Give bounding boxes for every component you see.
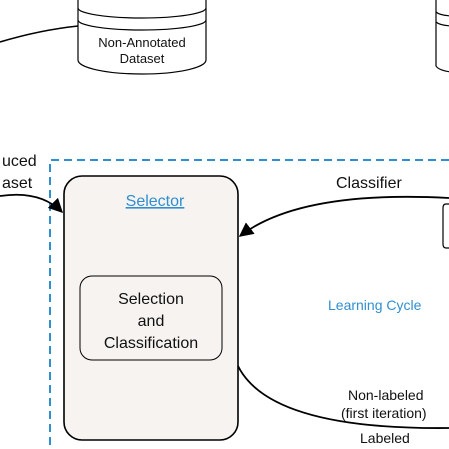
learning-cycle-label: Learning Cycle xyxy=(328,297,422,313)
reduced-dataset-fragment-line2: aset xyxy=(2,175,33,192)
dataset-label-line2: Dataset xyxy=(120,51,165,66)
process-label-line1: Selection xyxy=(118,291,184,308)
selector-title[interactable]: Selector xyxy=(126,193,185,210)
right-cylinder-fragment xyxy=(435,0,449,73)
non-labeled-label-line2: (first iteration) xyxy=(341,405,427,421)
top-left-connector xyxy=(0,25,79,43)
learning-cycle-border xyxy=(49,159,449,449)
selection-classification-box xyxy=(79,275,223,361)
input-arrow xyxy=(0,193,64,214)
right-box-fragment xyxy=(442,203,449,249)
process-label-line3: Classification xyxy=(104,335,198,352)
classifier-label: Classifier xyxy=(336,175,402,192)
process-label-line2: and xyxy=(138,313,165,330)
non-labeled-connector xyxy=(237,365,449,429)
reduced-dataset-fragment-line1: uced xyxy=(2,153,37,170)
non-annotated-dataset-cylinder: Non-Annotated Dataset xyxy=(77,0,207,75)
dataset-label-line1: Non-Annotated xyxy=(98,35,185,50)
labeled-label: Labeled xyxy=(360,430,410,446)
classifier-arrow xyxy=(238,195,449,237)
non-labeled-label-line1: Non-labeled xyxy=(348,387,424,403)
